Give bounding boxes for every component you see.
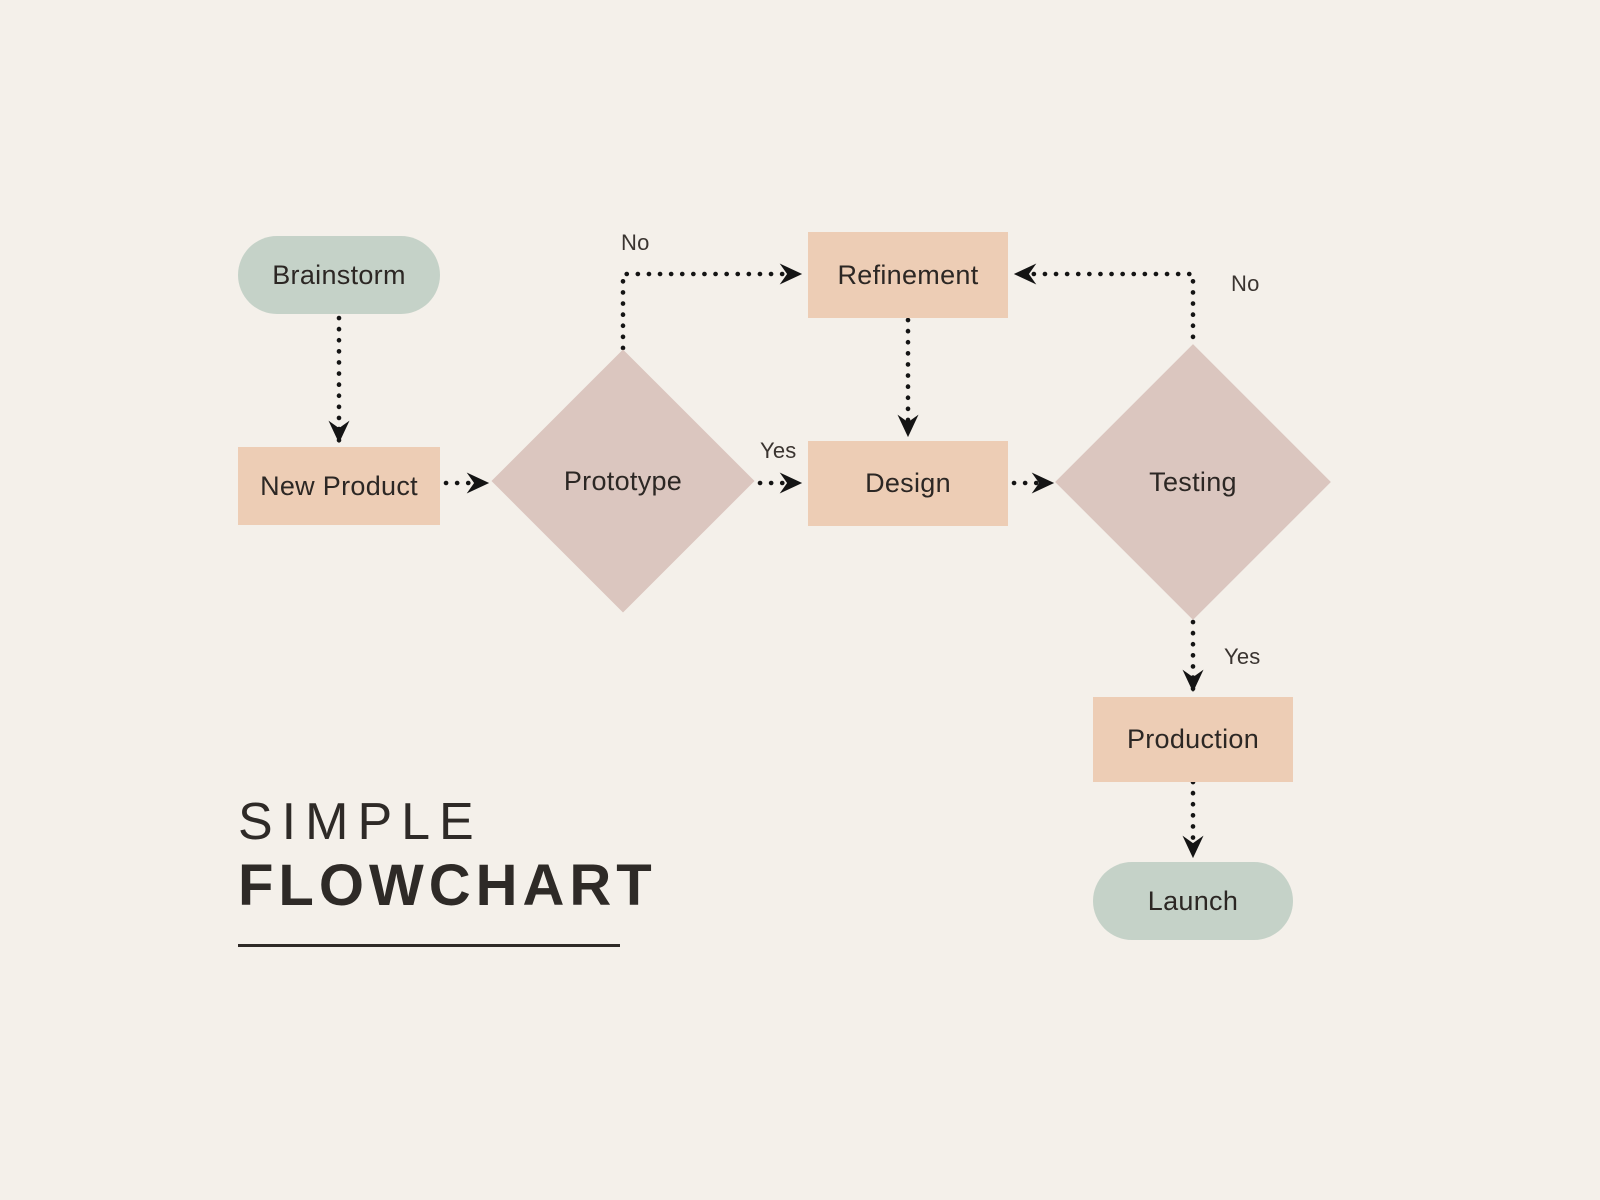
edge-label-testing-yes: Yes <box>1224 644 1261 669</box>
node-new-product-label: New Product <box>260 470 418 501</box>
node-testing[interactable]: Testing <box>1055 344 1331 620</box>
node-prototype[interactable]: Prototype <box>491 349 755 613</box>
node-launch-label: Launch <box>1147 885 1239 916</box>
node-refinement-label: Refinement <box>837 259 979 290</box>
node-testing-label: Testing <box>1149 466 1237 497</box>
title-underline-rule <box>238 944 620 948</box>
node-launch[interactable]: Launch <box>1093 862 1293 940</box>
node-production[interactable]: Production <box>1093 697 1293 782</box>
node-new-product[interactable]: New Product <box>238 447 440 525</box>
title-block: SIMPLE FLOWCHART <box>238 793 657 948</box>
edge-label-prototype-no: No <box>621 230 650 255</box>
node-brainstorm[interactable]: Brainstorm <box>238 236 440 314</box>
page-title-line-2: FLOWCHART <box>238 852 657 918</box>
edge-testing-no-to-refinement <box>1013 263 1196 351</box>
node-design-label: Design <box>865 468 951 498</box>
edge-label-testing-no: No <box>1231 271 1260 296</box>
node-brainstorm-label: Brainstorm <box>272 259 406 290</box>
node-production-label: Production <box>1126 724 1260 754</box>
node-prototype-label: Prototype <box>563 465 683 496</box>
node-refinement[interactable]: Refinement <box>808 232 1008 318</box>
page-title-line-1: SIMPLE <box>238 793 483 851</box>
edge-prototype-no-to-refinement <box>620 263 803 351</box>
node-design[interactable]: Design <box>808 441 1008 526</box>
edge-label-prototype-yes: Yes <box>760 438 797 463</box>
